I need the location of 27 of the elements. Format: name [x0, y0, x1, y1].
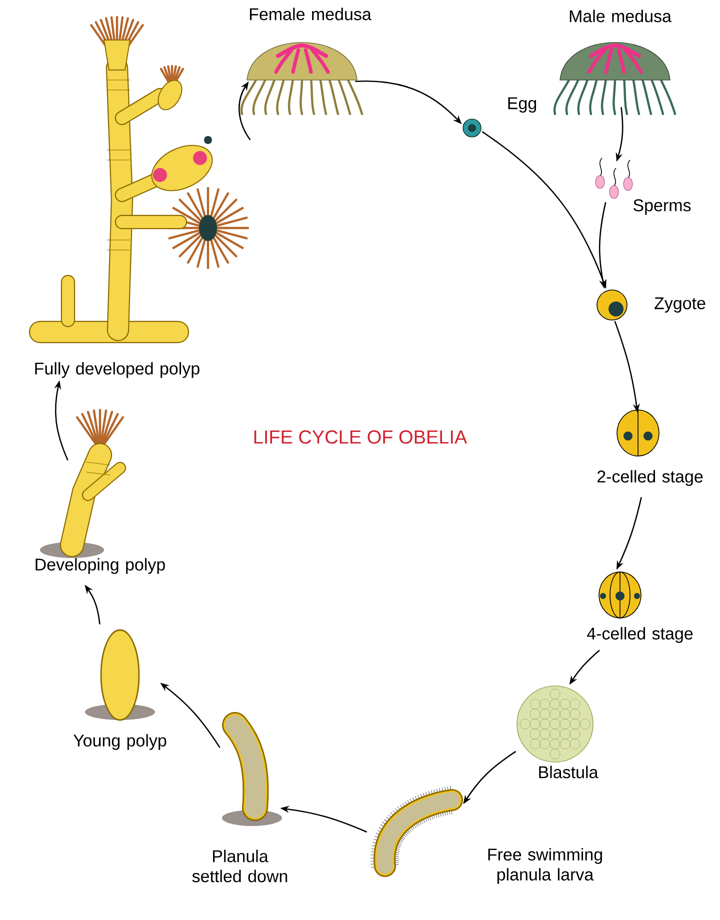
settled-larva-drawing [222, 712, 282, 826]
stage-label: Planula settled down [192, 850, 288, 882]
developing-polyp-drawing [40, 408, 126, 558]
sperms-drawing [595, 158, 633, 199]
stage-label: Zygote [654, 297, 706, 313]
stage-label: Female medusa [250, 8, 372, 20]
medusa-drawing [553, 42, 676, 116]
polyp-colony-drawing [28, 16, 250, 344]
stage-label: Male medusa [570, 10, 672, 22]
zygote-drawing [596, 290, 628, 320]
stage-label: Developing polyp [36, 558, 165, 574]
stage-label: 2-celled stage [597, 470, 703, 486]
stage-label: Blastula [539, 766, 598, 778]
stage-label: Young polyp [73, 734, 166, 750]
embryo-drawing [598, 572, 642, 618]
stage-label: Free swimming planula larva [488, 848, 602, 884]
stage-label: Sperms [634, 199, 691, 215]
egg-cell-drawing [462, 118, 482, 138]
stage-label: Fully developed polyp [35, 362, 200, 378]
blastula-drawing [516, 686, 594, 762]
embryo-drawing [616, 410, 660, 456]
diagram-title: LIFE CYCLE OF OBELIA [254, 430, 468, 444]
stage-label: Egg [508, 97, 536, 113]
medusa-drawing [240, 42, 364, 116]
young-polyp-drawing [85, 629, 155, 721]
stage-label: 4-celled stage [587, 627, 693, 643]
larva-drawing [370, 786, 463, 877]
